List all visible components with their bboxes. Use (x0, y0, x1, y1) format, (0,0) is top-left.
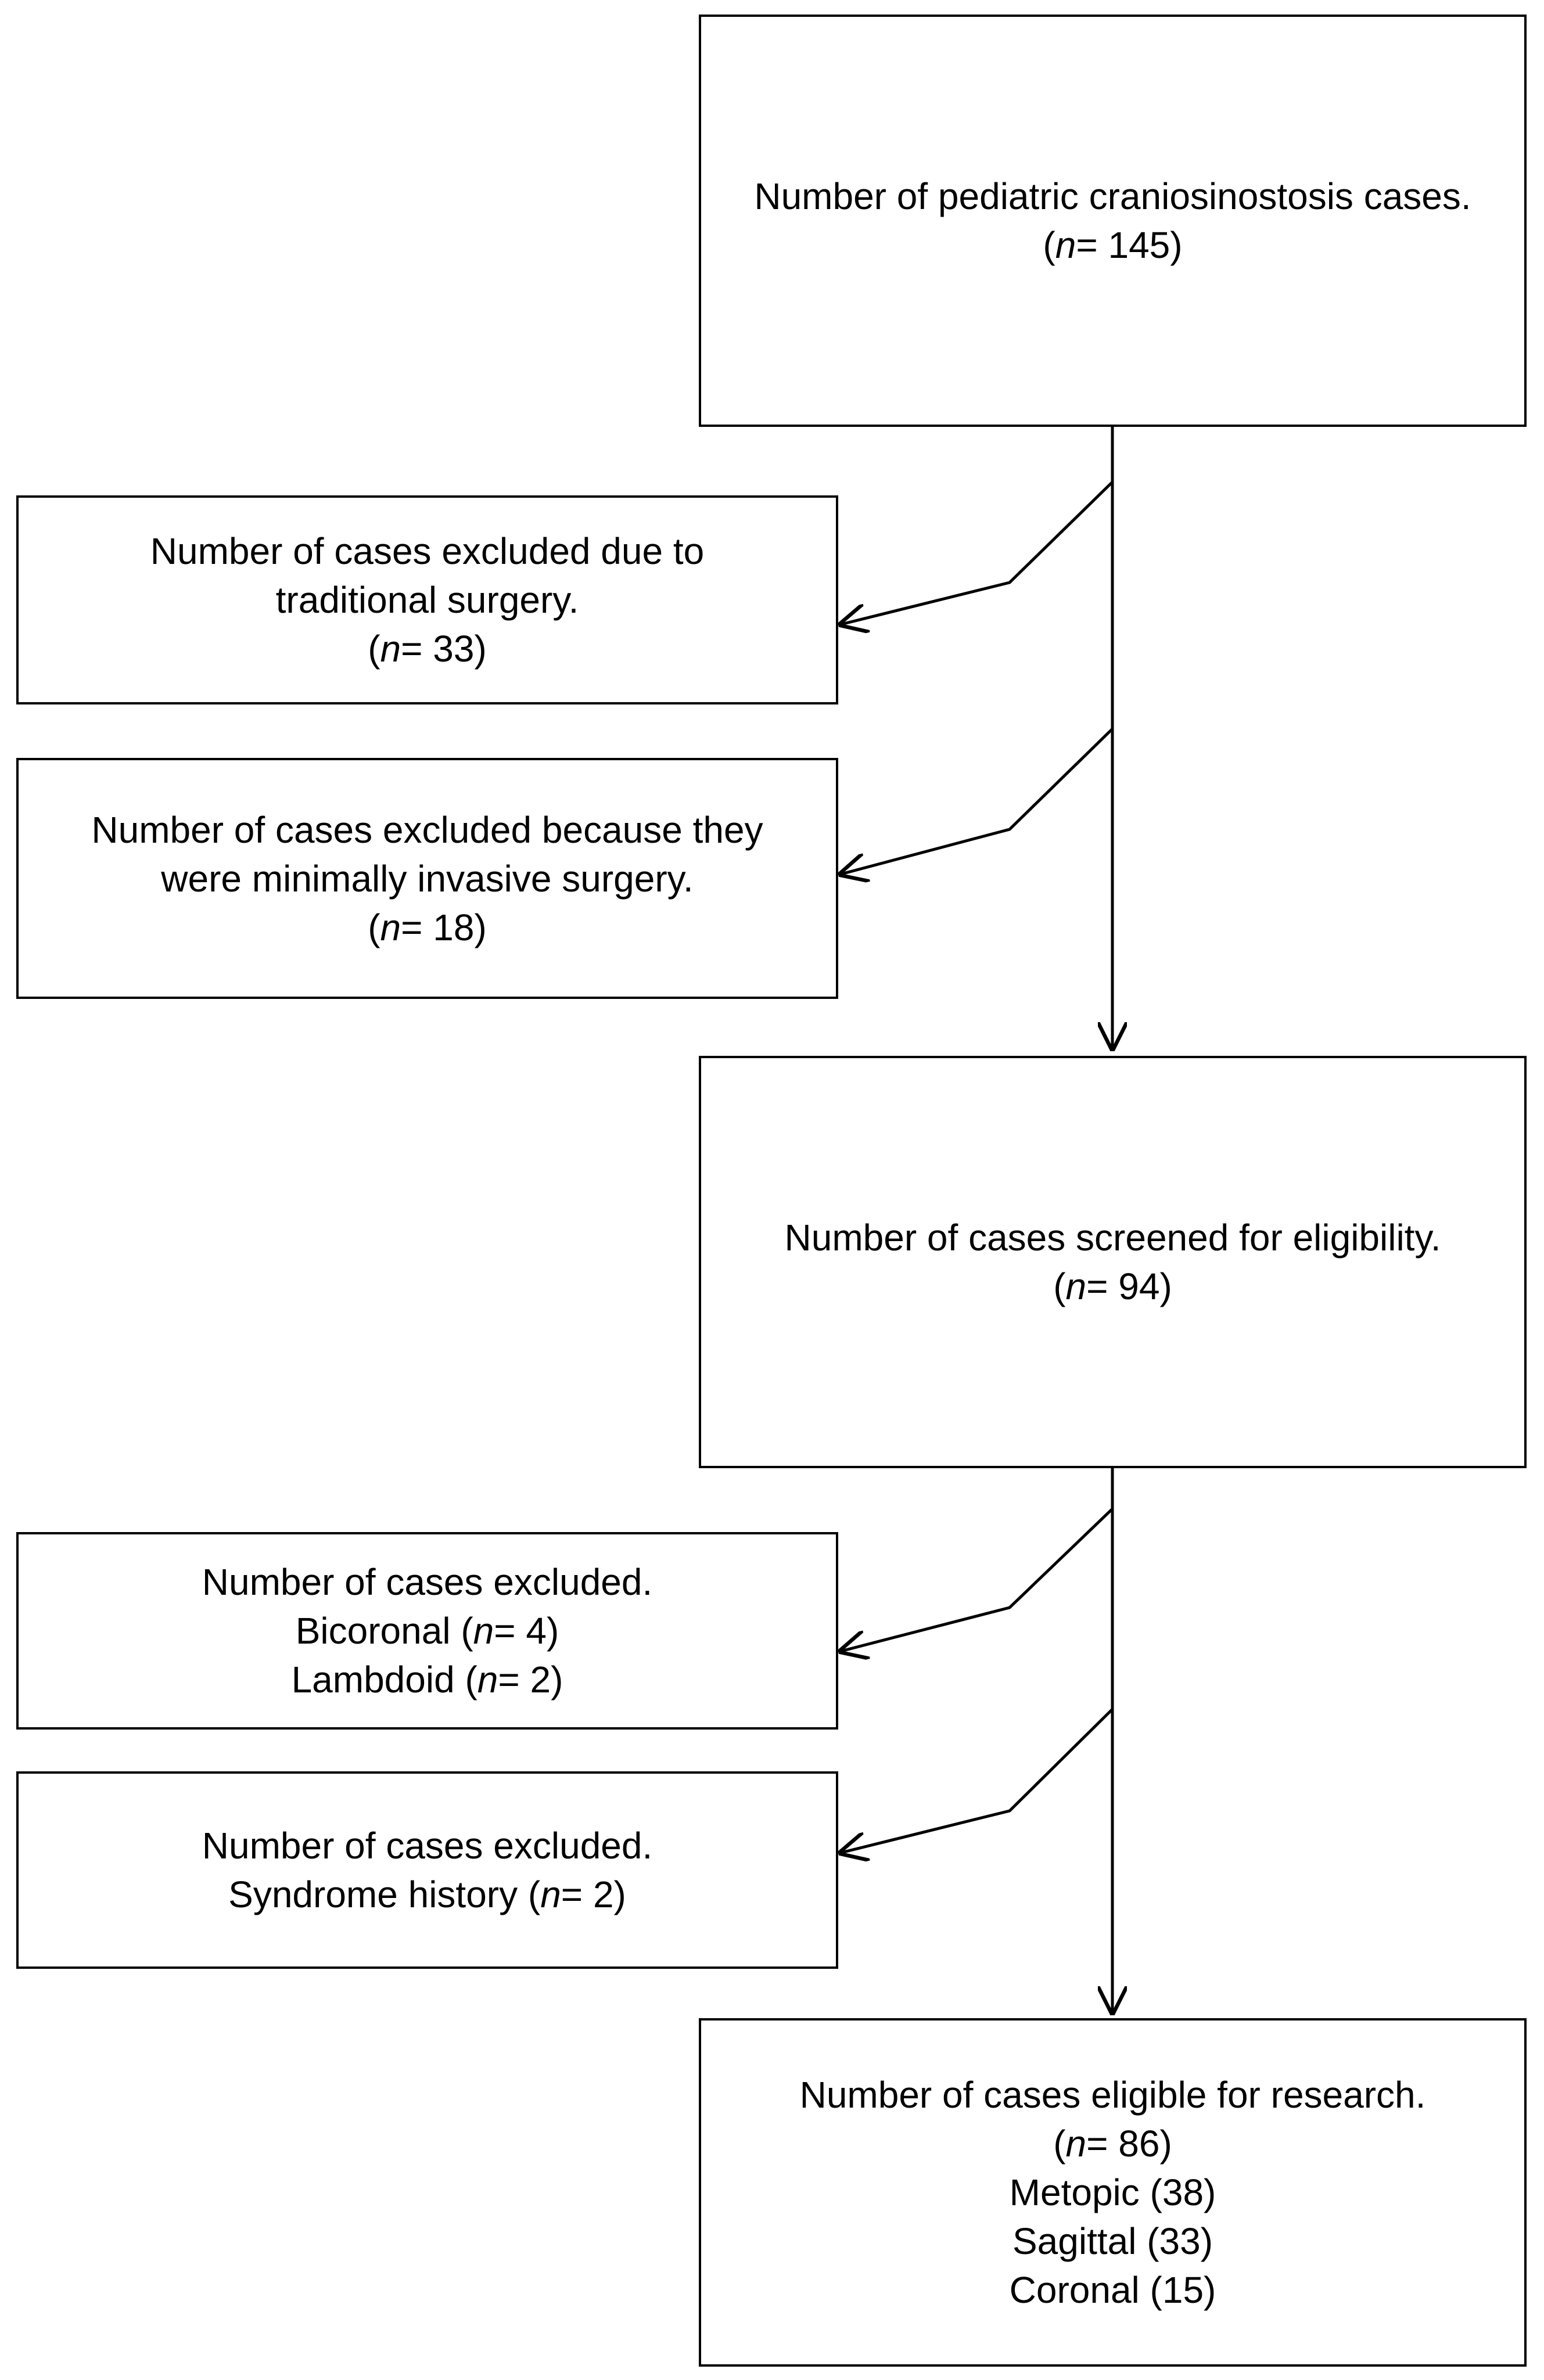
excluded-traditional-surgery-box: Number of cases excluded due to traditio… (16, 495, 838, 704)
eligible-sagittal-count: Sagittal (33) (1012, 2220, 1213, 2262)
exclusion-arrow-minimally-invasive (841, 728, 1114, 874)
exclusion-arrow-traditional (841, 481, 1114, 624)
excluded-lambdoid-count: Lambdoid (n= 2) (291, 1659, 563, 1700)
total-cases-box: Number of pediatric craniosinostosis cas… (699, 15, 1527, 427)
excluded-minimally-invasive-box: Number of cases excluded because they we… (16, 758, 838, 999)
excluded-traditional-label-1: Number of cases excluded due to (150, 530, 705, 572)
excluded-minimally-invasive-label-1: Number of cases excluded because they (91, 808, 763, 851)
excluded-syndrome-box: Number of cases excluded. Syndrome histo… (16, 1771, 838, 1969)
excluded-traditional-label-2: traditional surgery. (275, 579, 579, 621)
excluded-bicoronal-count: Bicoronal (n= 4) (295, 1610, 559, 1652)
screened-cases-count: (n= 94) (1053, 1266, 1172, 1307)
exclusion-arrow-syndrome (841, 1708, 1114, 1853)
screened-cases-label: Number of cases screened for eligibility… (784, 1217, 1441, 1259)
excluded-syndrome-count: Syndrome history (n= 2) (228, 1874, 626, 1915)
eligible-cases-box: Number of cases eligible for research. (… (699, 2018, 1527, 2367)
eligible-cases-count: (n= 86) (1053, 2123, 1172, 2165)
excluded-suture-types-box: Number of cases excluded. Bicoronal (n= … (16, 1532, 838, 1730)
excluded-minimally-invasive-count: (n= 18) (368, 906, 487, 948)
eligible-cases-label: Number of cases eligible for research. (799, 2074, 1426, 2116)
excluded-syndrome-label: Number of cases excluded. (202, 1825, 653, 1867)
screened-cases-box: Number of cases screened for eligibility… (699, 1056, 1527, 1468)
eligible-coronal-count: Coronal (15) (1009, 2269, 1216, 2311)
excluded-minimally-invasive-label-2: were minimally invasive surgery. (161, 857, 694, 900)
excluded-traditional-count: (n= 33) (368, 628, 487, 670)
excluded-suture-types-label: Number of cases excluded. (202, 1561, 653, 1603)
total-cases-label: Number of pediatric craniosinostosis cas… (754, 175, 1471, 217)
eligible-metopic-count: Metopic (38) (1009, 2172, 1216, 2213)
exclusion-arrow-types (841, 1508, 1114, 1651)
total-cases-count: (n= 145) (1043, 224, 1183, 266)
